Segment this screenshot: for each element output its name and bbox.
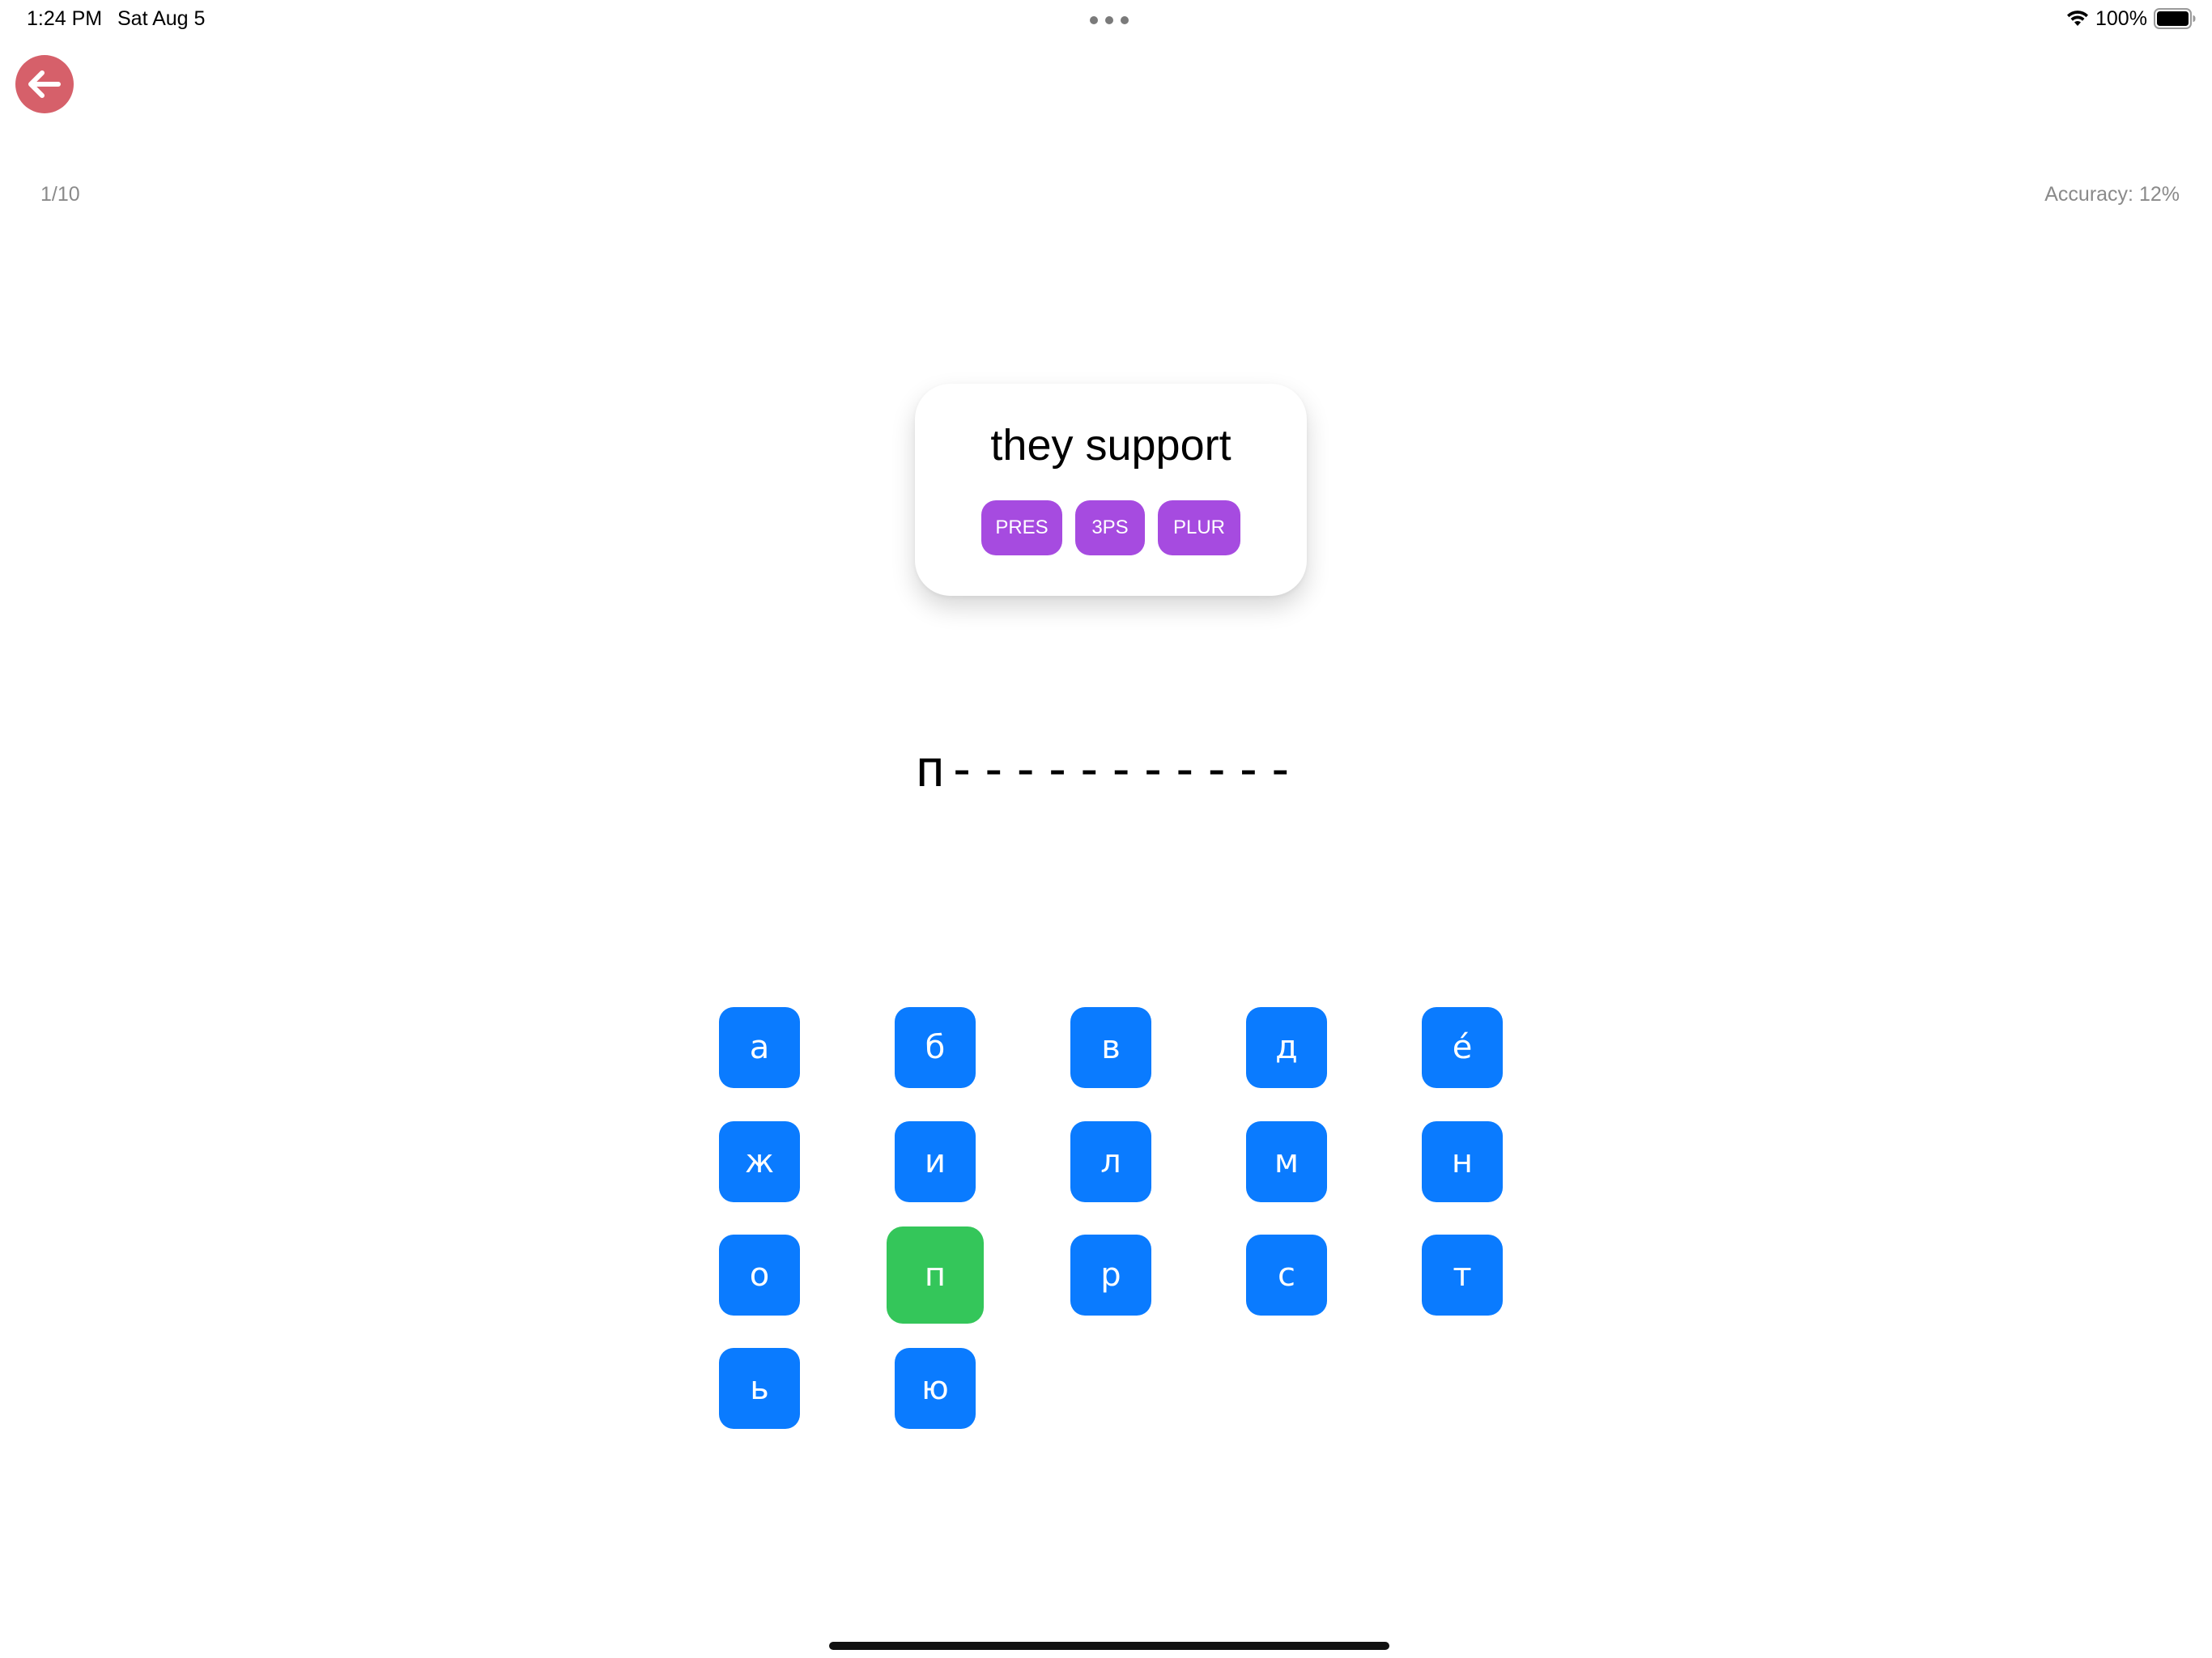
key-es[interactable]: с: [1246, 1235, 1327, 1316]
key-soft-sign[interactable]: ь: [719, 1348, 800, 1429]
key-e-accent[interactable]: é: [1422, 1007, 1503, 1088]
back-button[interactable]: [15, 55, 74, 113]
dot: [1121, 16, 1129, 24]
answer-display: п-----------: [915, 739, 1297, 798]
multitasking-dots-icon[interactable]: [1090, 16, 1129, 24]
battery-icon: [2154, 8, 2196, 29]
battery-percent: 100%: [2095, 7, 2147, 30]
key-em[interactable]: м: [1246, 1121, 1327, 1202]
tag-pres: PRES: [981, 500, 1062, 555]
key-be[interactable]: б: [895, 1007, 976, 1088]
key-a[interactable]: а: [719, 1007, 800, 1088]
tag-plur: PLUR: [1158, 500, 1240, 555]
prompt-card: they support PRES 3PS PLUR: [915, 384, 1307, 596]
tag-row: PRES 3PS PLUR: [915, 500, 1307, 555]
status-time: 1:24 PM: [27, 7, 103, 30]
progress-counter: 1/10: [40, 183, 80, 206]
key-zhe[interactable]: ж: [719, 1121, 800, 1202]
key-te[interactable]: т: [1422, 1235, 1503, 1316]
key-er[interactable]: р: [1070, 1235, 1151, 1316]
key-en[interactable]: н: [1422, 1121, 1503, 1202]
dot: [1090, 16, 1098, 24]
dot: [1105, 16, 1113, 24]
wifi-icon: [2067, 11, 2088, 26]
status-date: Sat Aug 5: [117, 7, 206, 30]
key-de[interactable]: д: [1246, 1007, 1327, 1088]
home-indicator[interactable]: [829, 1642, 1389, 1650]
key-i[interactable]: и: [895, 1121, 976, 1202]
accuracy-label: Accuracy: 12%: [2044, 183, 2180, 206]
key-yu[interactable]: ю: [895, 1348, 976, 1429]
tag-3ps: 3PS: [1075, 500, 1145, 555]
key-ve[interactable]: в: [1070, 1007, 1151, 1088]
prompt-text: they support: [990, 421, 1231, 470]
key-pe[interactable]: п: [887, 1226, 984, 1324]
arrow-left-icon: [28, 70, 61, 98]
key-el[interactable]: л: [1070, 1121, 1151, 1202]
key-o[interactable]: о: [719, 1235, 800, 1316]
